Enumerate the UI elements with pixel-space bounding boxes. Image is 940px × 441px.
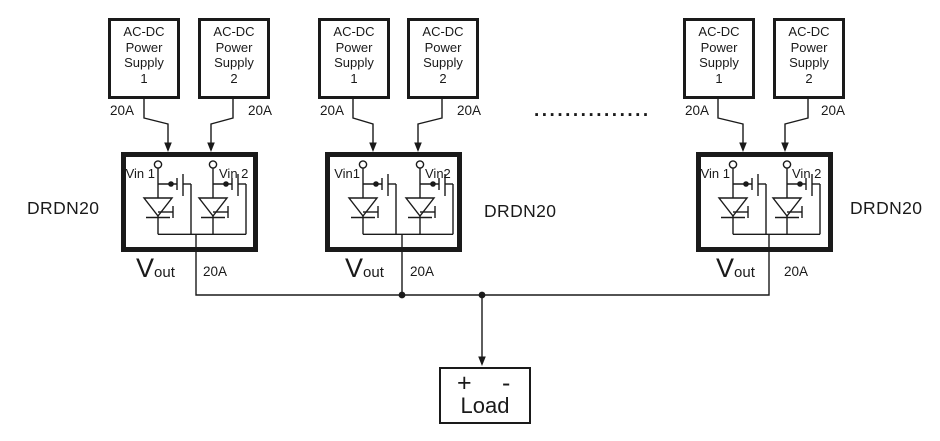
load-plus-terminal: + [457, 369, 472, 397]
vout-v: V [345, 253, 364, 283]
junction-dot [478, 291, 486, 299]
load-box: + - Load [439, 367, 531, 424]
current-label-20a: 20A [456, 103, 481, 118]
vout-label: Vout [136, 254, 175, 287]
current-label-20a: 20A [203, 264, 228, 279]
current-label-20a: 20A [247, 103, 272, 118]
junction-dot [398, 291, 406, 299]
supply1-wire [352, 98, 374, 150]
acdc-supply-2-box: AC-DC Power Supply 2 [198, 18, 270, 99]
vin2-label: Vin 2 [792, 166, 822, 181]
acdc-supply-1-box: AC-DC Power Supply 1 [318, 18, 390, 99]
acdc-supply-1-box: AC-DC Power Supply 1 [108, 18, 180, 99]
vin1-label: Vin 1 [125, 166, 155, 181]
module-name-label: DRDN20 [850, 198, 923, 218]
arrowhead [478, 356, 486, 366]
current-label-20a: 20A [685, 103, 710, 118]
vout-sub: out [734, 264, 755, 281]
current-label-20a: 20A [410, 264, 435, 279]
vout-label: Vout [716, 254, 755, 287]
acdc-supply-2-box: AC-DC Power Supply 2 [407, 18, 479, 99]
vout-sub: out [154, 264, 175, 281]
current-label-20a: 20A [820, 103, 845, 118]
vin2-label: Vin 2 [219, 166, 249, 181]
vout-v: V [716, 253, 735, 283]
vin2-label: Vin2 [425, 166, 451, 181]
vin1-label: Vin1 [334, 166, 360, 181]
vout-v: V [136, 253, 155, 283]
acdc-supply-2-box: AC-DC Power Supply 2 [773, 18, 845, 99]
vout-sub: out [363, 264, 384, 281]
arrowhead [414, 142, 422, 152]
continuation-dots: ............... [534, 100, 651, 121]
arrowhead [207, 142, 215, 152]
supply2-wire [417, 98, 443, 150]
arrowhead [369, 142, 377, 152]
load-minus-terminal: - [502, 369, 511, 397]
load-label: Load [460, 393, 510, 418]
current-label-20a: 20A [320, 103, 345, 118]
arrowhead [739, 142, 747, 152]
output-bus-wire [195, 234, 770, 296]
supply2-wire [210, 98, 234, 150]
arrowhead [781, 142, 789, 152]
supply1-wire [143, 98, 169, 150]
current-label-20a: 20A [784, 264, 809, 279]
supply2-wire [784, 98, 809, 150]
module-name-label: DRDN20 [484, 201, 557, 221]
vin1-label: Vin 1 [700, 166, 730, 181]
current-label-20a: 20A [110, 103, 135, 118]
acdc-supply-1-box: AC-DC Power Supply 1 [683, 18, 755, 99]
arrowhead [164, 142, 172, 152]
supply1-wire [717, 98, 744, 150]
vout-label: Vout [345, 254, 384, 287]
module-name-label: DRDN20 [27, 198, 100, 218]
